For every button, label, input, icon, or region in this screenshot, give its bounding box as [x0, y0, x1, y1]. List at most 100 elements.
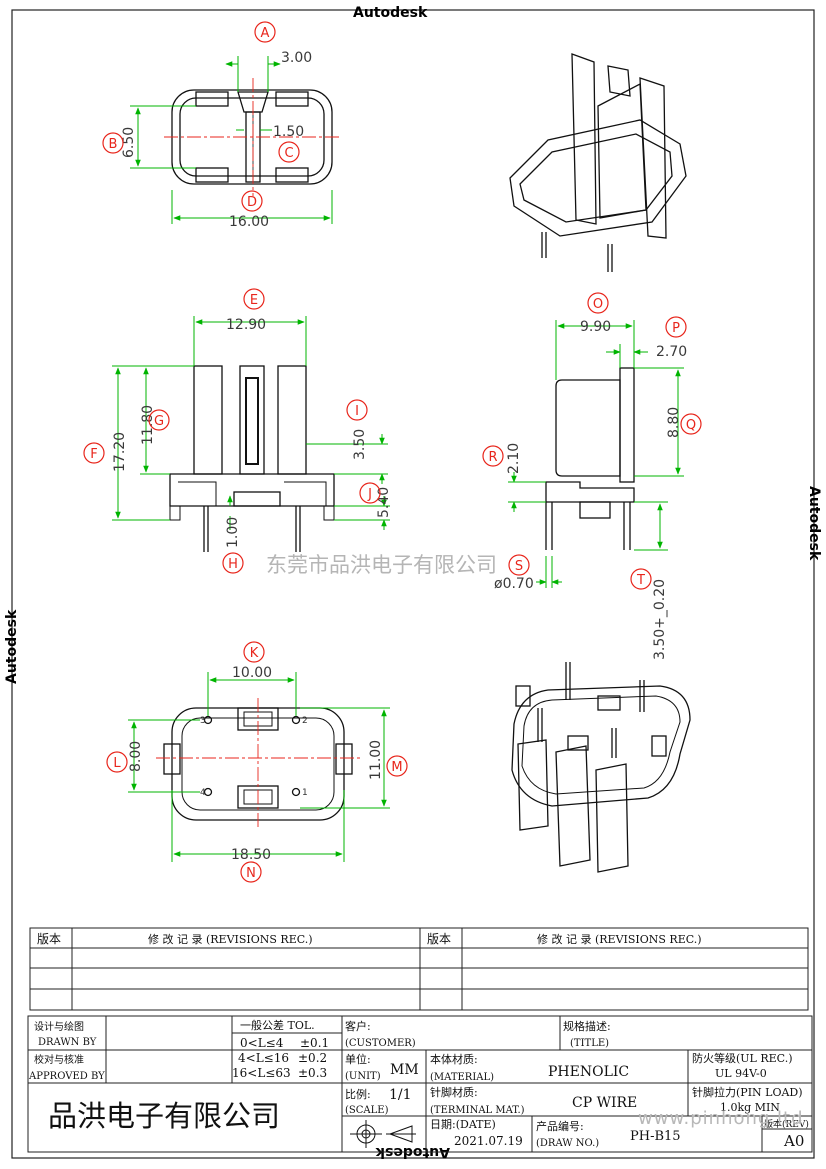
- dim-j-label: 5.40: [376, 487, 392, 518]
- callout-letter-n: N: [246, 866, 256, 881]
- rev-label: 版本(REV): [764, 1118, 809, 1130]
- dim-h-label: 1.00: [225, 517, 241, 548]
- callout-bubble-a: [254, 21, 276, 43]
- unit-en: (UNIT): [345, 1071, 381, 1082]
- iso-slot: [607, 65, 631, 97]
- callout-bubble-l: [106, 751, 128, 773]
- customer-en: (CUSTOMER): [345, 1038, 416, 1049]
- callout-letter-l: L: [113, 756, 121, 771]
- draw-no-cn: 产品编号:: [536, 1119, 584, 1133]
- rev-col-right: 版本: [427, 932, 451, 946]
- date-value: 2021.07.19: [454, 1134, 523, 1148]
- front-view-dims: [112, 316, 390, 530]
- sheet-border: [11, 9, 815, 1159]
- side-wall: [619, 367, 635, 483]
- bottom-notch-left: [195, 167, 229, 183]
- tol-range-3: 16<L≤63: [232, 1066, 291, 1080]
- tol-range-2: 4<L≤16: [238, 1051, 289, 1065]
- dim-g-label: 11.80: [140, 405, 156, 445]
- pin-hole-2: [291, 715, 301, 725]
- dim-t-label: 3.50+_0.20: [652, 579, 668, 660]
- front-flange-left: [193, 365, 223, 475]
- isometric-view-bottom: [511, 662, 691, 873]
- iso-flange-left: [571, 53, 597, 225]
- unit-cn: 单位:: [345, 1052, 371, 1066]
- customer-cn: 客户:: [345, 1019, 371, 1033]
- pin-load-cn: 针脚拉力(PIN LOAD): [692, 1085, 803, 1099]
- iso-flange-right: [639, 77, 667, 239]
- side-base-foot: [579, 501, 611, 519]
- callout-bubble-s: [508, 554, 530, 576]
- tolerance-title: 一般公差 TOL.: [240, 1018, 315, 1032]
- dim-c-label: 1.50: [273, 124, 304, 140]
- revisions-table: [29, 927, 809, 1011]
- callout-bubble-r: [482, 445, 504, 467]
- iso2-center-post: [555, 745, 591, 867]
- tol-value-1: ±0.1: [300, 1036, 329, 1050]
- iso2-flange-right: [595, 763, 629, 873]
- scale-value: 1/1: [389, 1087, 412, 1103]
- title-en: (TITLE): [570, 1038, 609, 1049]
- iso2-flange-left: [517, 739, 549, 831]
- iso2-tab-right: [651, 735, 667, 757]
- dim-n-label: 18.50: [231, 847, 271, 863]
- iso-base-inner: [519, 133, 673, 223]
- approved-by-cn: 校对与核准: [34, 1053, 84, 1066]
- iso-center-wall: [597, 82, 647, 219]
- top-view-centerlines: [164, 78, 340, 196]
- rev-value: A0: [783, 1132, 804, 1150]
- fire-rating-cn: 防火等级(UL REC.): [692, 1051, 793, 1065]
- side-flange: [555, 379, 621, 477]
- callout-letter-s: S: [515, 559, 523, 574]
- draw-no-en: (DRAW NO.): [536, 1138, 599, 1149]
- pin-hole-3: [203, 715, 213, 725]
- dim-a-label: 3.00: [281, 50, 312, 66]
- pin-load-value: 1.0kg MIN: [720, 1101, 780, 1114]
- drawn-by-cn: 设计与绘图: [34, 1020, 84, 1033]
- callout-bubble-f: [83, 442, 105, 464]
- callout-letter-j: J: [367, 487, 372, 502]
- callout-bubble-j: [359, 482, 381, 504]
- callout-letter-p: P: [672, 321, 680, 336]
- callout-letter-q: Q: [686, 418, 696, 433]
- callout-bubble-d: [241, 190, 263, 212]
- side-view-dims: [508, 320, 684, 588]
- edge-label-top: Autodesk: [353, 5, 428, 21]
- dim-f-label: 17.20: [112, 432, 128, 472]
- tol-range-1: 0<L≤4: [240, 1036, 284, 1050]
- company-name: 品洪电子有限公司: [48, 1099, 280, 1133]
- isometric-view-top: [509, 53, 687, 272]
- tol-value-3: ±0.3: [298, 1066, 327, 1080]
- pin-hole-4: [203, 787, 213, 797]
- callout-bubble-e: [243, 288, 265, 310]
- callout-bubble-o: [587, 292, 609, 314]
- date-cn: 日期:(DATE): [430, 1118, 496, 1131]
- callout-letter-o: O: [593, 297, 603, 312]
- iso2-notch-top: [597, 695, 621, 711]
- pin-label-2: 2: [302, 716, 308, 726]
- scale-en: (SCALE): [345, 1105, 389, 1116]
- rev-rec-col-right: 修 改 记 录 (REVISIONS REC.): [537, 932, 702, 946]
- callout-bubble-h: [222, 552, 244, 574]
- material-en: (MATERIAL): [430, 1072, 494, 1083]
- dim-o-label: 9.90: [580, 319, 611, 335]
- callout-letter-h: H: [228, 557, 238, 572]
- callout-letter-d: D: [247, 195, 257, 210]
- top-view-dims: [130, 56, 333, 224]
- callout-letter-t: T: [636, 573, 645, 588]
- terminal-cn: 针脚材质:: [430, 1085, 478, 1099]
- callout-letter-c: C: [284, 146, 293, 161]
- iso-base-outline: [509, 119, 687, 237]
- callout-bubble-k: [243, 641, 265, 663]
- pin-label-3: 3: [200, 716, 206, 726]
- rev-col-left: 版本: [37, 932, 61, 946]
- pin-label-1: 1: [302, 788, 308, 798]
- terminal-en: (TERMINAL MAT.): [430, 1105, 525, 1116]
- dim-s-label: ø0.70: [494, 576, 534, 592]
- bottom-tab-right: [335, 743, 353, 775]
- top-view-inner: [179, 97, 325, 177]
- front-view: [169, 365, 335, 552]
- draw-no-value: PH-B15: [630, 1129, 681, 1144]
